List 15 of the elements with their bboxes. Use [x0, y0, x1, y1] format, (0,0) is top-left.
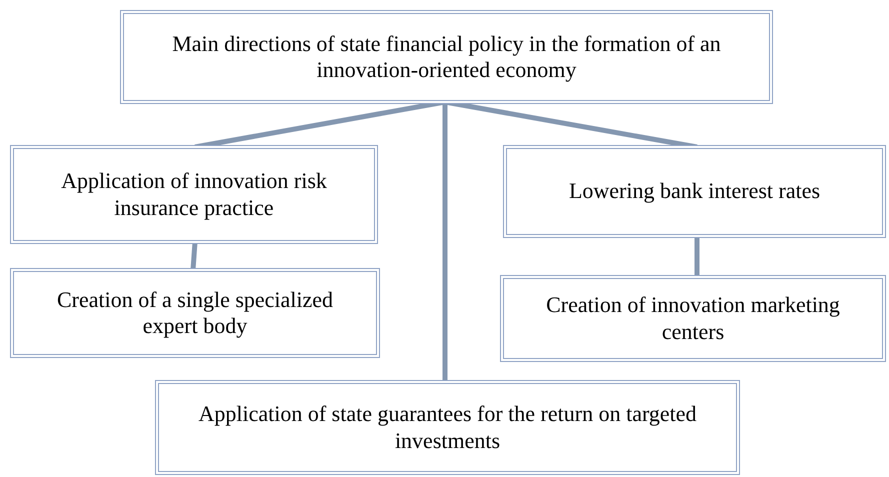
box-text: Creation of innovation marketing centers	[545, 292, 841, 345]
process-box	[155, 380, 740, 475]
box-text: Lowering bank interest rates	[568, 178, 820, 205]
process-box	[120, 10, 773, 104]
process-box	[10, 145, 378, 244]
box-text: Main directions of state financial policy in the formation of an innovation-oriented economy	[171, 30, 722, 84]
connector-line	[442, 102, 448, 382]
box-text: Application of state guarantees for the return on targeted investments	[197, 401, 698, 454]
process-box	[503, 145, 886, 238]
connector-line	[694, 236, 700, 277]
box-text: Application of innovation risk insurance practice	[60, 168, 328, 221]
box-text: Creation of a single specialized expert body	[56, 286, 334, 340]
connector-line	[190, 242, 198, 270]
process-box	[10, 268, 380, 358]
process-box	[500, 275, 886, 362]
